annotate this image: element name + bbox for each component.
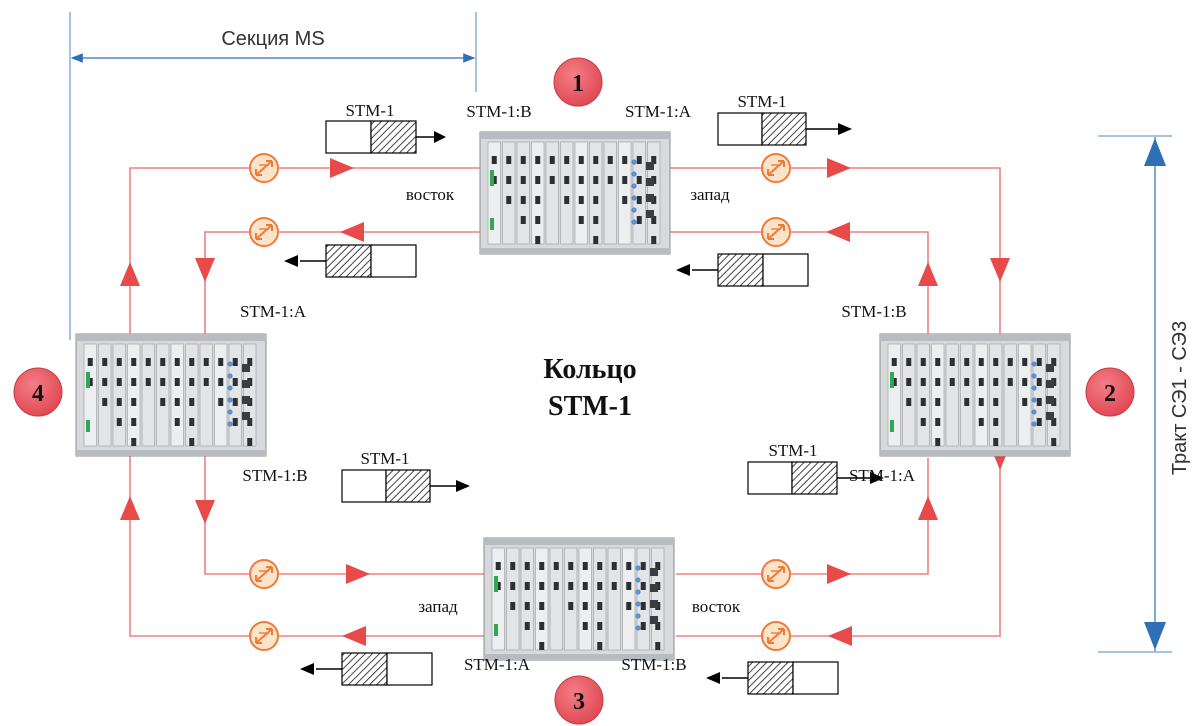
side-label: запад [690,185,730,204]
regenerator-icon [250,218,278,246]
node-badge-4: 4 [14,368,62,416]
ring-arrow [918,496,938,520]
node-number: 4 [32,381,44,407]
regenerator-icon [762,622,790,650]
ring-arrow [828,626,852,646]
port-label: STM-1:A [625,102,692,121]
stm1-frame-return [300,653,432,685]
ring-arrow [120,262,140,286]
ring-arrow [827,564,851,584]
stm1-frame-return [706,662,838,694]
stm1-frame-return [284,245,416,277]
regenerator-icon [762,218,790,246]
port-label: STM-1:A [849,466,916,485]
port-label: STM-1:B [621,655,686,674]
node-badge-1: 1 [554,58,602,106]
frame-label: STM-1 [737,92,786,111]
ms-section-label: Секция MS [221,28,324,50]
frame-label: STM-1 [360,449,409,468]
regenerator-icon [762,560,790,588]
multiplexer-node-4 [76,334,266,456]
ring-arrow [330,158,354,178]
side-label: восток [692,597,741,616]
path-label: Тракт СЭ1 - СЭ3 [1169,321,1191,475]
regenerator-icon [250,622,278,650]
regenerator-icon [250,560,278,588]
side-label: запад [418,597,458,616]
ring-arrow [827,158,851,178]
ring-arrow [918,262,938,286]
stm1-frame-top-right: STM-1 [718,92,852,145]
ring-arrow [346,564,370,584]
ring-arrow [195,500,215,524]
ring-title-line2: STM-1 [548,391,632,422]
ring-title-line1: Кольцо [543,354,636,385]
port-label: STM-1:B [841,302,906,321]
stm1-frame-top-left: STM-1 [326,101,446,153]
node-number: 2 [1104,381,1116,407]
ring-arrow [195,258,215,282]
node-badge-3: 3 [555,676,603,724]
ring-arrow [340,222,364,242]
port-label: STM-1:A [240,302,307,321]
ring-title: Кольцо STM-1 [543,354,636,422]
ring-arrow [342,626,366,646]
node-number: 1 [572,71,584,97]
stm1-frame-return [676,254,808,286]
stm1-frame-bottom-left: STM-1 [342,449,470,502]
ring-arrow [120,496,140,520]
side-label: восток [406,185,455,204]
port-label: STM-1:B [466,102,531,121]
frame-label: STM-1 [768,441,817,460]
ring-arrow [990,258,1010,282]
node-badge-2: 2 [1086,368,1134,416]
ring-arrow [826,222,850,242]
multiplexer-node-2 [880,334,1070,456]
port-label: STM-1:B [242,466,307,485]
port-label: STM-1:A [464,655,531,674]
multiplexer-node-3 [484,538,674,660]
multiplexer-node-1 [480,132,670,254]
regenerator-icon [250,154,278,182]
regenerator-icon [762,154,790,182]
frame-label: STM-1 [345,101,394,120]
node-number: 3 [573,689,585,715]
